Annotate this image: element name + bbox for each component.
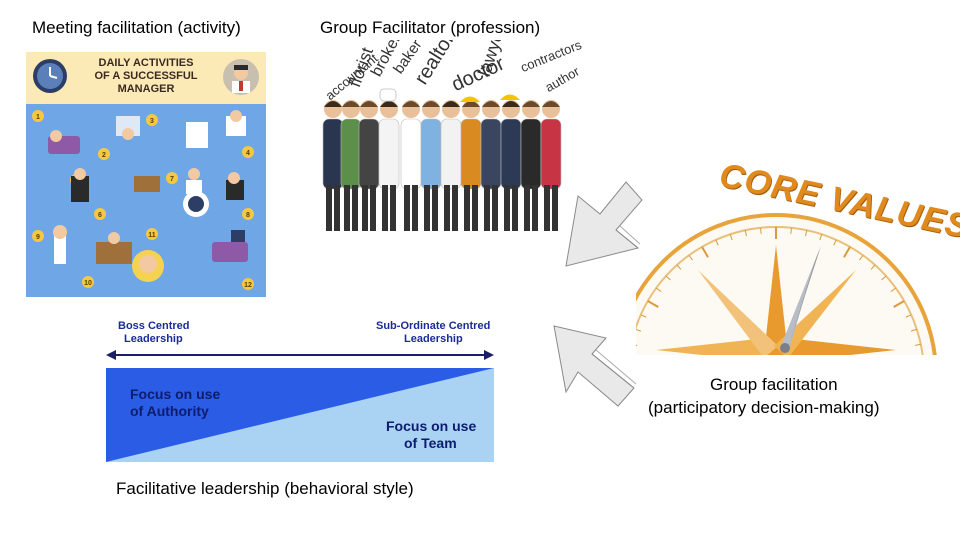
infographic-title-2: OF A SUCCESSFUL xyxy=(94,70,198,82)
svg-text:9: 9 xyxy=(36,234,40,241)
svg-text:1: 1 xyxy=(36,114,40,121)
svg-text:4: 4 xyxy=(246,150,250,157)
step-badge-8: 8 xyxy=(242,208,254,220)
professional-figure xyxy=(500,100,522,231)
caption-meeting-facilitation: Meeting facilitation (activity) xyxy=(32,18,241,37)
professional-figure xyxy=(378,100,400,231)
boss-centred-heading-2: Leadership xyxy=(124,333,183,345)
professional-figure xyxy=(400,100,422,231)
step-badge-11: 11 xyxy=(146,228,158,240)
step-badge-6: 6 xyxy=(94,208,106,220)
professional-figure xyxy=(540,100,562,231)
subordinate-centred-heading-1: Sub-Ordinate Centred xyxy=(376,320,491,332)
compass-graphic xyxy=(636,213,937,355)
infographic-steps: 123456789101112 xyxy=(32,110,254,290)
professional-figure xyxy=(440,100,462,231)
subordinate-centred-heading-2: Leadership xyxy=(404,333,463,345)
caption-facilitative-leadership: Facilitative leadership (behavioral styl… xyxy=(116,479,414,498)
focus-team-1: Focus on use xyxy=(386,418,477,434)
focus-authority-1: Focus on use xyxy=(130,386,221,402)
step-badge-4: 4 xyxy=(242,146,254,158)
svg-text:3: 3 xyxy=(150,118,154,125)
professional-figure xyxy=(322,100,344,231)
daily-activities-infographic: DAILY ACTIVITIES OF A SUCCESSFUL MANAGER… xyxy=(26,52,266,297)
svg-text:2: 2 xyxy=(102,152,106,159)
professional-figure xyxy=(420,100,442,231)
step-badge-2: 2 xyxy=(98,148,110,160)
professional-figure xyxy=(460,100,482,231)
svg-text:10: 10 xyxy=(84,280,92,287)
focus-team-2: of Team xyxy=(404,435,457,451)
svg-text:11: 11 xyxy=(148,232,156,239)
caption-group-facilitator: Group Facilitator (profession) xyxy=(320,18,541,37)
step-badge-1: 1 xyxy=(32,110,44,122)
focus-authority-2: of Authority xyxy=(130,403,209,419)
core-values-compass: CORE VALUES xyxy=(636,150,960,355)
svg-text:6: 6 xyxy=(98,212,102,219)
infographic-title-3: MANAGER xyxy=(117,83,175,95)
svg-text:7: 7 xyxy=(170,176,174,183)
continuum-graphic xyxy=(106,350,494,462)
professional-figure xyxy=(358,100,380,231)
leadership-continuum: Boss Centred Leadership Sub-Ordinate Cen… xyxy=(104,314,496,464)
step-badge-3: 3 xyxy=(146,114,158,126)
professional-figure xyxy=(480,100,502,231)
boss-centred-heading-1: Boss Centred xyxy=(118,320,190,332)
professional-figure xyxy=(340,100,362,231)
arrow-to-leadership-icon xyxy=(553,325,637,407)
svg-text:12: 12 xyxy=(244,282,252,289)
professions-group: accountant florist broker baker realtor … xyxy=(318,40,590,240)
step-badge-7: 7 xyxy=(166,172,178,184)
activity-scenes xyxy=(48,110,248,282)
infographic-title-1: DAILY ACTIVITIES xyxy=(98,57,194,69)
svg-text:8: 8 xyxy=(246,212,250,219)
professional-figure xyxy=(520,100,542,231)
step-badge-12: 12 xyxy=(242,278,254,290)
manager-avatar xyxy=(223,59,259,95)
caption-group-facilitation: Group facilitation xyxy=(710,375,838,394)
step-badge-10: 10 xyxy=(82,276,94,288)
professionals-figures xyxy=(322,88,562,231)
clock-icon xyxy=(33,59,67,93)
arrow-to-profession-icon xyxy=(565,181,643,267)
step-badge-9: 9 xyxy=(32,230,44,242)
caption-participatory: (participatory decision-making) xyxy=(648,398,880,417)
